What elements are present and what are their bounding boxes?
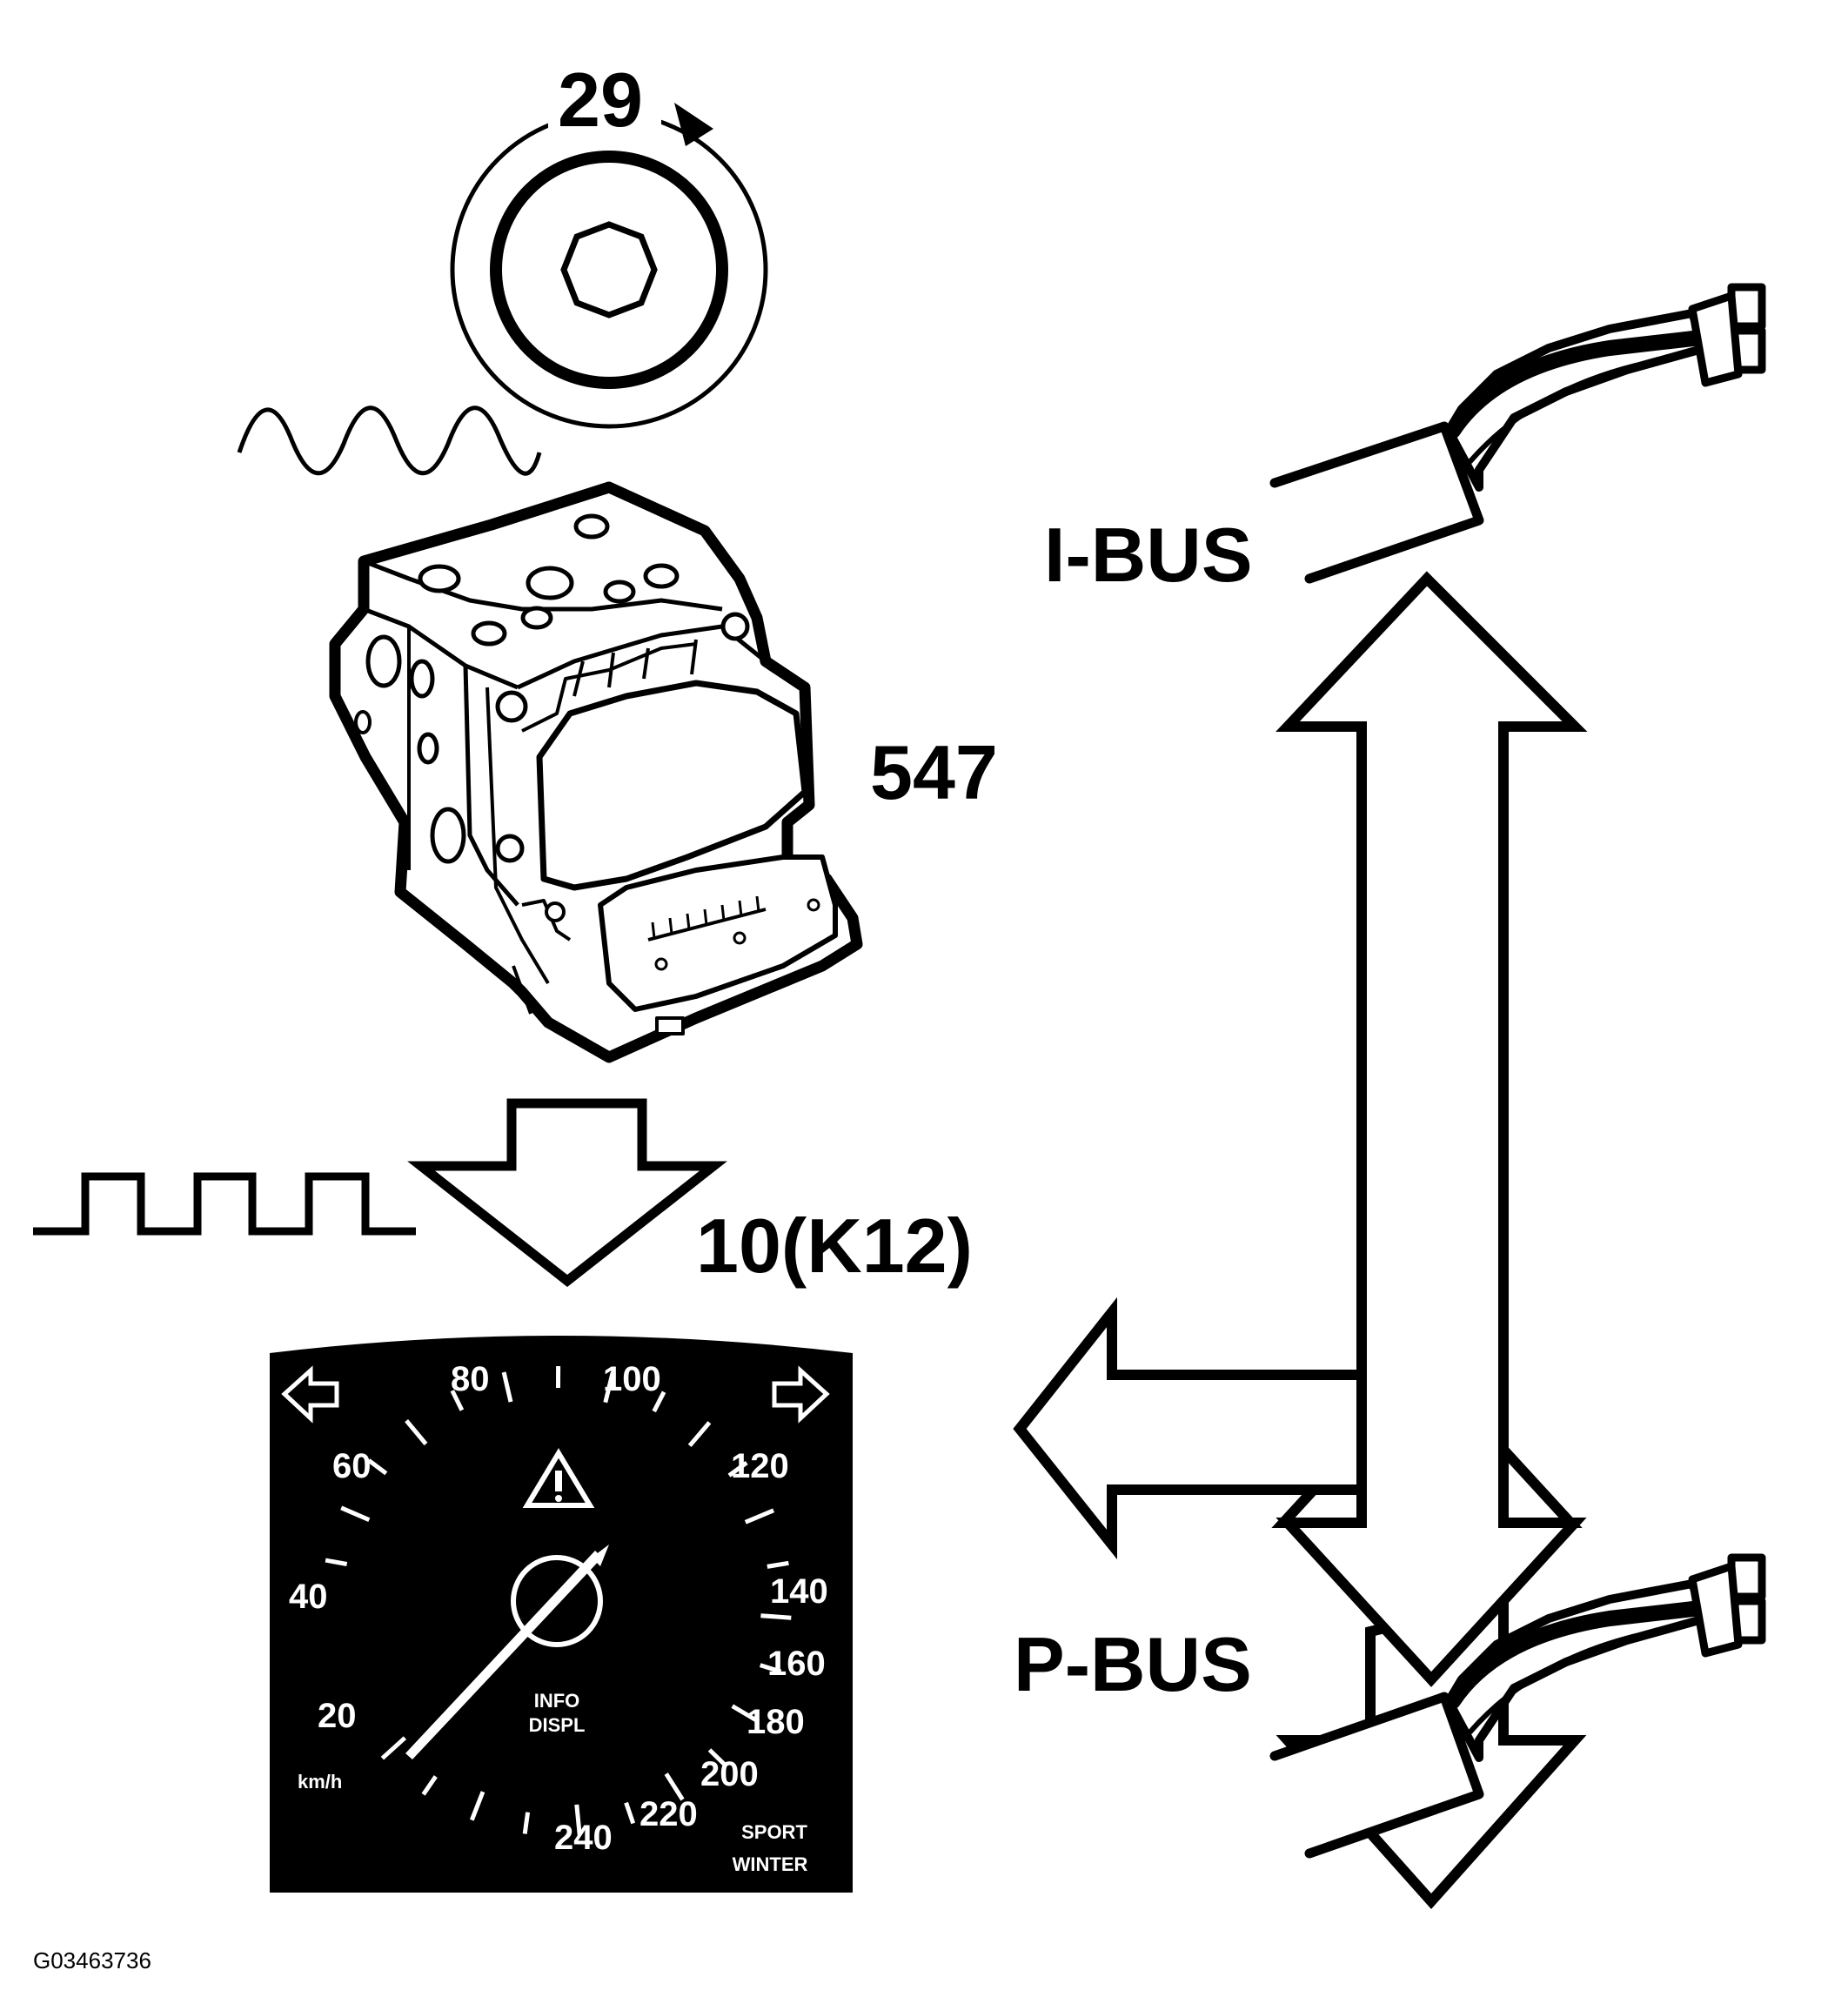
- speed-label-20: 20: [318, 1697, 357, 1735]
- bus-left-arrow: [1013, 1297, 1367, 1560]
- speed-label-80: 80: [451, 1360, 490, 1398]
- speed-tick: [687, 1421, 712, 1448]
- speed-label-40: 40: [289, 1578, 328, 1616]
- needle-hub: [511, 1555, 603, 1647]
- speed-tick: [405, 1419, 428, 1446]
- unit-label: km/h: [298, 1771, 342, 1793]
- speed-tick: [759, 1663, 782, 1674]
- info-display-label-1: INFO: [534, 1690, 580, 1712]
- speed-label-60: 60: [332, 1447, 372, 1485]
- speed-tick: [652, 1391, 666, 1413]
- speed-tick: [664, 1773, 685, 1801]
- warning-triangle-icon: [522, 1448, 595, 1508]
- speed-label-160: 160: [767, 1645, 826, 1683]
- speed-tick: [603, 1372, 615, 1404]
- square-wave: [33, 1172, 416, 1236]
- sensor-label: 29: [558, 57, 643, 143]
- speed-tick: [501, 1371, 513, 1403]
- signal-down-arrow: [407, 1098, 727, 1287]
- rotation-arrow-icon: [674, 103, 713, 146]
- mode-winter-label: WINTER: [733, 1853, 808, 1875]
- speed-label-120: 120: [731, 1447, 789, 1485]
- speed-tick: [522, 1812, 531, 1834]
- speed-label-220: 220: [639, 1795, 698, 1833]
- abs-module: [329, 481, 863, 1063]
- speed-tick: [574, 1804, 582, 1835]
- speed-tick: [731, 1704, 760, 1724]
- sensor-ring: [450, 111, 768, 429]
- speed-ticks: [325, 1365, 792, 1835]
- speed-tick: [325, 1558, 348, 1566]
- speed-tick: [340, 1505, 371, 1522]
- sensor-label-bg: [548, 61, 661, 131]
- speed-tick: [744, 1508, 775, 1525]
- bus-down-arrow-head: [1276, 1484, 1587, 1687]
- speed-tick: [760, 1613, 792, 1620]
- pbus-cable: [1269, 1553, 1766, 1859]
- speed-label-240: 240: [554, 1819, 613, 1857]
- speed-tick: [469, 1791, 485, 1821]
- module-label: 547: [870, 729, 998, 815]
- speed-tick: [727, 1460, 748, 1478]
- mode-sport-label: SPORT: [741, 1821, 807, 1843]
- speed-tick: [450, 1390, 465, 1411]
- right-turn-arrow-icon: [772, 1365, 830, 1424]
- info-display-label-2: DISPL: [529, 1714, 586, 1736]
- left-turn-arrow-icon: [281, 1365, 339, 1424]
- speed-tick: [367, 1458, 388, 1476]
- sine-wave: [237, 405, 542, 476]
- ibus-label: I-BUS: [1044, 512, 1253, 598]
- ibus-cable: [1269, 283, 1766, 584]
- speed-tick: [421, 1775, 438, 1796]
- speed-tick: [624, 1801, 636, 1825]
- speed-tick: [767, 1560, 789, 1569]
- instrument-cluster: 20 40 60 80 100 120 140 160 180 200 220 …: [270, 1336, 853, 1893]
- speed-label-140: 140: [770, 1572, 828, 1611]
- speed-label-100: 100: [603, 1360, 661, 1398]
- cluster-label: 10(K12): [696, 1203, 973, 1289]
- pbus-label: P-BUS: [1014, 1621, 1252, 1707]
- speed-tick: [380, 1736, 407, 1760]
- speed-label-180: 180: [747, 1703, 805, 1741]
- speed-tick: [707, 1748, 727, 1767]
- figure-id: G03463736: [33, 1947, 151, 1974]
- speed-label-200: 200: [700, 1755, 759, 1793]
- speed-needle: [405, 1551, 602, 1759]
